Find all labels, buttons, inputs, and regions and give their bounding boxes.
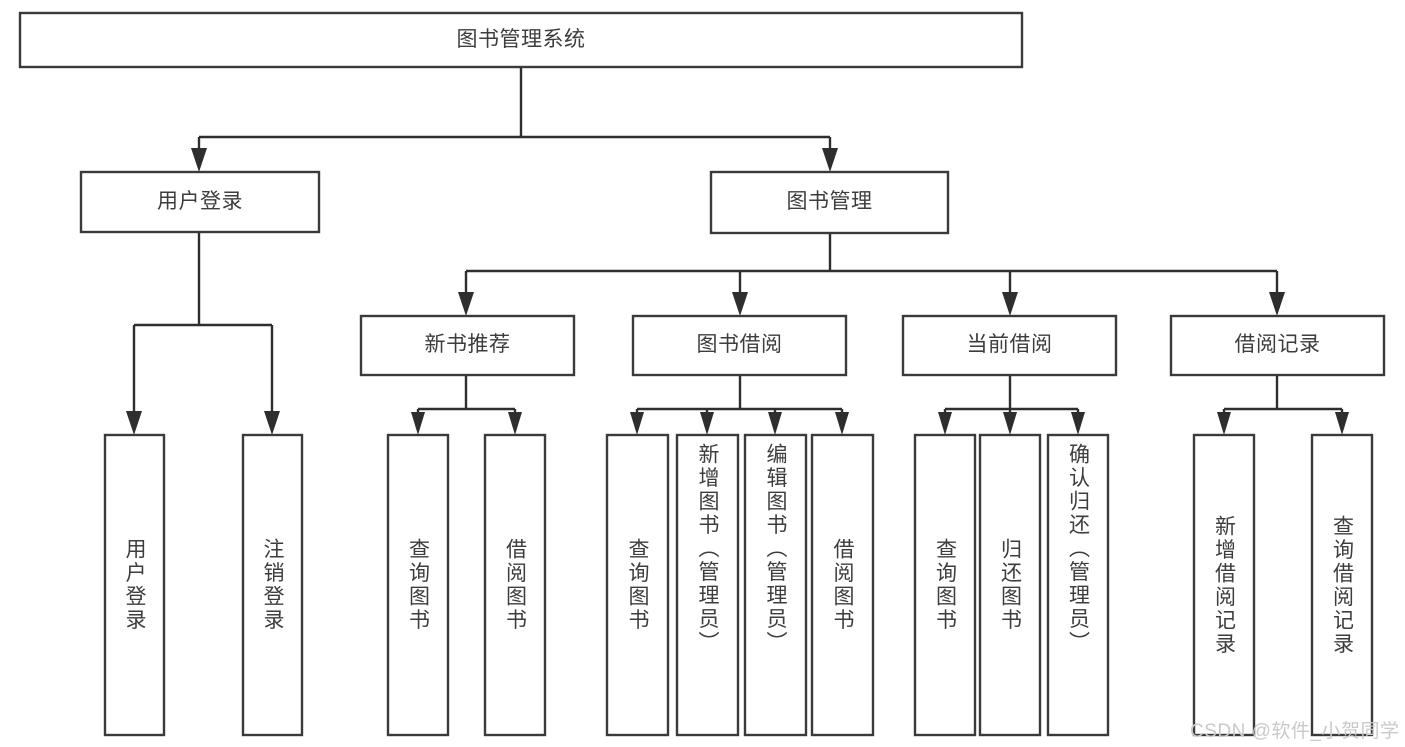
node-box-leaf-add-book[interactable] [675, 433, 740, 737]
node-box-new-book-recommend[interactable] [359, 314, 576, 377]
node-box-current-borrow[interactable] [901, 314, 1118, 377]
arrow-leaf-return-book [1003, 412, 1017, 435]
arrow-leaf-query-book-2 [630, 412, 644, 435]
connector-group-user-login-to-leaves [126, 232, 280, 435]
arrow-leaf-query-book-1 [411, 412, 425, 435]
arrow-leaf-edit-book [768, 412, 782, 435]
arrow-leaf-add-book [700, 412, 714, 435]
node-box-leaf-return-book[interactable] [978, 433, 1042, 737]
node-box-leaf-borrow-book-2[interactable] [810, 433, 875, 737]
node-box-leaf-confirm-return[interactable] [1046, 433, 1110, 737]
connector-group-current-to-leaves [938, 375, 1085, 435]
connector-group-record-to-leaves [1217, 375, 1349, 435]
node-box-leaf-add-record[interactable] [1192, 433, 1256, 737]
arrow-new-book-rec [458, 292, 474, 316]
node-box-book-management[interactable] [709, 170, 950, 235]
arrow-leaf-query-book-3 [938, 412, 952, 435]
arrow-leaf-user-login [126, 411, 142, 435]
watermark-text: CSDN @软件_小贺同学 [1190, 721, 1400, 742]
connector-group-book-mgmt-to-level3 [458, 233, 1285, 316]
connector-group-root-to-level2 [191, 67, 838, 172]
node-box-leaf-query-record[interactable] [1310, 433, 1374, 737]
arrow-leaf-borrow-book-2 [835, 412, 849, 435]
node-box-leaf-borrow-book-1[interactable] [483, 433, 547, 737]
node-box-leaf-user-login[interactable] [103, 433, 166, 737]
node-box-leaf-logout[interactable] [241, 433, 304, 737]
node-box-leaf-query-book-3[interactable] [913, 433, 977, 737]
arrow-current-borrow [1002, 292, 1018, 316]
arrow-borrow-record [1269, 292, 1285, 316]
node-box-user-login[interactable] [79, 170, 321, 234]
node-box-borrow-record[interactable] [1169, 314, 1386, 377]
node-box-leaf-edit-book[interactable] [743, 433, 808, 737]
connector-group-new-book-to-leaves [411, 375, 522, 435]
arrow-leaf-confirm-return [1071, 412, 1085, 435]
node-box-book-borrow[interactable] [631, 314, 848, 377]
connector-group-borrow-to-leaves [630, 375, 849, 435]
node-box-leaf-query-book-1[interactable] [386, 433, 450, 737]
arrow-leaf-logout [264, 411, 280, 435]
arrow-leaf-query-record [1335, 412, 1349, 435]
arrow-leaf-add-record [1217, 412, 1231, 435]
node-box-leaf-query-book-2[interactable] [605, 433, 670, 737]
arrow-leaf-borrow-book-1 [508, 412, 522, 435]
arrow-book-mgmt [822, 148, 838, 172]
node-box-root[interactable] [18, 11, 1024, 69]
arrow-book-borrow [732, 292, 748, 316]
arrow-user-login [191, 148, 207, 172]
